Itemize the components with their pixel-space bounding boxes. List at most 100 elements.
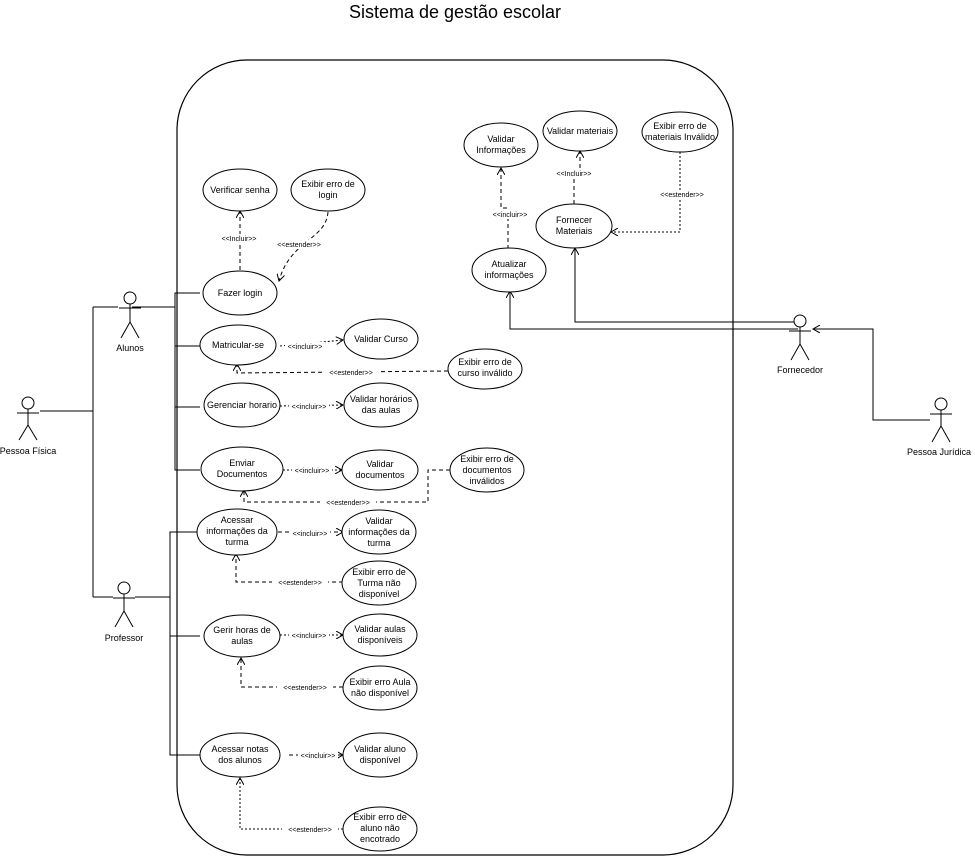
- relation-label: <<estender>>: [326, 500, 370, 507]
- use-case-label: informações: [484, 270, 534, 280]
- use-case-label: Exibir erro de: [353, 812, 407, 822]
- use-case-label: informações da: [206, 526, 268, 536]
- use-case-gerenciar-horario: Gerenciar horario: [203, 382, 281, 428]
- use-case-validar-horarios: Validar horários das aulas: [343, 382, 419, 428]
- use-case-label: disponível: [359, 589, 400, 599]
- relation-label: <<Incluir>>: [556, 171, 591, 178]
- use-case-enviar-documentos: Enviar Documentos: [200, 446, 284, 492]
- use-case-label: Verificar senha: [210, 185, 270, 195]
- use-case-label: curso inválido: [457, 368, 512, 378]
- use-case-label: Validar: [365, 516, 392, 526]
- use-case-label: Matricular-se: [212, 340, 264, 350]
- system-boundary: [176, 59, 734, 856]
- use-case-label: Atualizar: [491, 259, 526, 269]
- use-case-label: Materiais: [556, 226, 593, 236]
- use-case-label: aulas: [231, 636, 253, 646]
- use-case-gerir-horas: Gerir horas de aulas: [203, 614, 281, 658]
- use-case-label: Validar: [487, 134, 514, 144]
- use-case-label: Gerenciar horario: [207, 400, 277, 410]
- use-case-erro-materiais: Exibir erro de materiais Inválido: [641, 111, 719, 153]
- actor-label: Pessoa Jurídica: [907, 447, 971, 457]
- relation-label: <<estender>>: [660, 192, 704, 199]
- use-case-label: documentos: [355, 470, 405, 480]
- use-case-label: turma: [367, 538, 390, 548]
- use-case-label: Turma não: [357, 578, 400, 588]
- use-case-label: disponível: [360, 755, 401, 765]
- use-case-erro-aula: Exibir erro Aula não disponível: [342, 665, 418, 711]
- actor-label: Fornecedor: [777, 365, 823, 375]
- use-case-label: das aulas: [362, 405, 401, 415]
- use-case-label: Informações: [476, 145, 526, 155]
- use-case-label: Validar aluno: [354, 744, 406, 754]
- use-case-erro-turma: Exibir erro de Turma não disponível: [341, 560, 417, 606]
- use-case-label: dos alunos: [218, 755, 262, 765]
- use-case-erro-aluno: Exibir erro de aluno não encotrado: [342, 806, 418, 852]
- actor-label: Professor: [105, 633, 144, 643]
- use-case-label: aluno não: [360, 823, 400, 833]
- use-case-label: Acessar notas: [211, 744, 269, 754]
- stick-figure-icon: [17, 396, 39, 441]
- use-case-validar-materiais: Validar materiais: [542, 110, 618, 152]
- use-case-validar-aluno: Validar aluno disponível: [342, 732, 418, 778]
- relation-label: <<incluir>>: [295, 468, 330, 475]
- use-case-label: Exibir erro de: [653, 121, 707, 131]
- stick-figure-icon: [113, 581, 135, 628]
- use-case-fornecer-materiais: Fornecer Materiais: [535, 203, 613, 249]
- use-case-validar-info: Validar Informações: [463, 122, 539, 168]
- use-case-label: materiais Inválido: [645, 132, 715, 142]
- actor-connections: [40, 248, 930, 756]
- relation-label: <<estender>>: [283, 685, 327, 692]
- use-case-label: não disponível: [351, 688, 409, 698]
- use-case-label: Documentos: [217, 469, 268, 479]
- use-case-label: Validar Curso: [354, 334, 408, 344]
- diagram-title: Sistema de gestão escolar: [349, 2, 561, 22]
- relation-label: <<incluir>>: [288, 344, 323, 351]
- use-cases: Verificar senha Exibir erro de login Faz…: [196, 110, 719, 852]
- use-case-label: documentos: [462, 465, 512, 475]
- use-case-label: Fornecer: [556, 215, 592, 225]
- stick-figure-icon: [930, 397, 952, 443]
- actor-alunos: Alunos: [116, 291, 144, 353]
- use-case-label: Fazer login: [218, 288, 263, 298]
- use-case-label: Validar aulas: [354, 624, 406, 634]
- relation-label: <<estender>>: [277, 242, 321, 249]
- relation-label: <<incluir>>: [293, 531, 328, 538]
- relation-label: <<incluir>>: [301, 753, 336, 760]
- relation-label: <<Incluir>>: [221, 236, 256, 243]
- relation-label: <<incluir>>: [493, 212, 528, 219]
- use-case-label: Enviar: [229, 458, 255, 468]
- relation-label: <<estender>>: [288, 827, 332, 834]
- use-case-label: turma: [225, 537, 248, 547]
- use-case-acessar-turma: Acessar informações da turma: [196, 508, 278, 556]
- use-case-label: Exibir erro de: [301, 179, 355, 189]
- actor-pessoa-fisica: Pessoa Física: [0, 396, 56, 456]
- use-case-matricular: Matricular-se: [199, 324, 277, 366]
- relation-label: <<estender>>: [278, 580, 322, 587]
- use-case-acessar-notas: Acessar notas dos alunos: [199, 732, 281, 778]
- use-case-label: Gerir horas de: [213, 625, 271, 635]
- use-case-label: inválidos: [469, 476, 505, 486]
- actor-pessoa-juridica: Pessoa Jurídica: [907, 397, 971, 457]
- relations: <<Incluir>> <<estender>> <<incluir>> <<e…: [216, 151, 710, 834]
- actor-professor: Professor: [105, 581, 144, 643]
- actor-label: Alunos: [116, 343, 144, 353]
- actor-fornecedor: Fornecedor: [777, 314, 823, 375]
- use-case-label: disponíveis: [357, 635, 403, 645]
- use-case-label: login: [318, 190, 337, 200]
- actor-label: Pessoa Física: [0, 446, 56, 456]
- use-case-label: Exibir erro Aula: [349, 677, 410, 687]
- use-case-label: encotrado: [360, 834, 400, 844]
- use-case-label: Acessar: [221, 515, 254, 525]
- use-case-erro-curso: Exibir erro de curso inválido: [447, 348, 523, 390]
- use-case-label: informações da: [348, 527, 410, 537]
- use-case-validar-aulas: Validar aulas disponíveis: [342, 613, 418, 657]
- use-case-erro-documentos: Exibir erro de documentos inválidos: [449, 447, 525, 493]
- use-case-erro-login: Exibir erro de login: [290, 168, 366, 212]
- use-case-validar-documentos: Validar documentos: [341, 449, 419, 491]
- stick-figure-icon: [789, 314, 811, 361]
- use-case-validar-turma: Validar informações da turma: [341, 509, 417, 555]
- relation-label: <<estender>>: [329, 370, 373, 377]
- relation-label: <<incluir>>: [292, 633, 327, 640]
- use-case-fazer-login: Fazer login: [202, 270, 278, 316]
